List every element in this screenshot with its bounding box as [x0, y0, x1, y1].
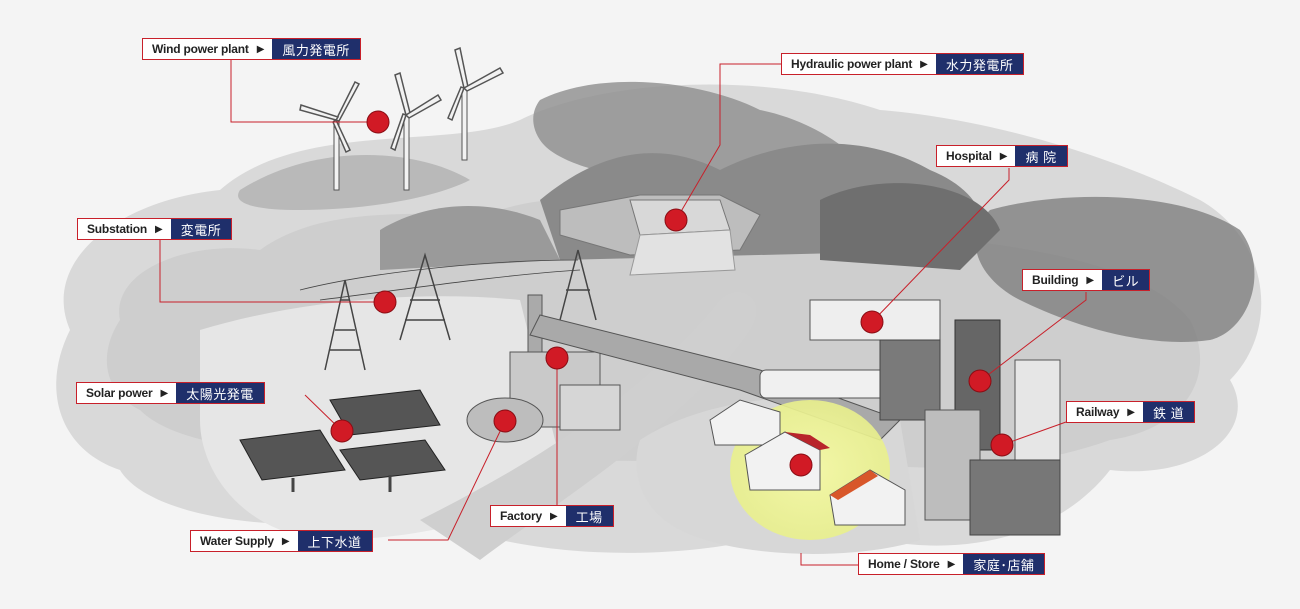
label-en: Substation	[87, 222, 147, 236]
power-pylons	[299, 249, 597, 371]
arrow-icon: ▶	[281, 535, 290, 547]
label-en: Railway	[1076, 405, 1120, 419]
leader-building	[979, 292, 1087, 382]
dot-hydraulic	[664, 208, 688, 232]
label-jp: 病 院	[1015, 146, 1067, 166]
label-jp: 風力発電所	[272, 39, 360, 59]
arrow-icon: ▶	[1127, 406, 1135, 418]
label-jp: 変電所	[170, 219, 232, 239]
dot-wind	[366, 110, 390, 134]
arrow-icon: ▶	[1086, 274, 1095, 286]
label-en: Water Supply	[200, 534, 274, 548]
label-en: Factory	[500, 509, 542, 523]
solar-panels	[239, 389, 446, 492]
label-jp: 上下水道	[297, 531, 372, 551]
label-jp: 太陽光発電	[176, 383, 264, 403]
arrow-icon: ▶	[256, 43, 265, 55]
label-en: Hospital	[946, 149, 992, 163]
label-jp: 工場	[565, 506, 613, 526]
marker-dots	[330, 110, 1014, 477]
leader-wind	[230, 60, 378, 123]
dot-hospital	[860, 310, 884, 334]
label-en: Hydraulic power plant	[791, 57, 913, 71]
label-jp: 鉄 道	[1143, 402, 1195, 422]
dot-building	[968, 369, 992, 393]
city-buildings	[809, 299, 1061, 536]
label-jp: 家庭･店舗	[963, 554, 1045, 574]
label-railway: Railway ▶ 鉄 道	[1066, 401, 1196, 423]
label-solar-power: Solar power ▶ 太陽光発電	[76, 382, 265, 404]
arrow-icon: ▶	[920, 58, 928, 70]
label-building: Building ▶ ビル	[1022, 269, 1151, 291]
label-hospital: Hospital ▶ 病 院	[936, 145, 1068, 167]
label-jp: ビル	[1102, 270, 1150, 290]
dot-railway	[990, 433, 1014, 457]
label-en: Home / Store	[868, 557, 940, 571]
label-en: Building	[1032, 273, 1079, 287]
leader-substation	[159, 240, 385, 303]
dot-home	[789, 453, 813, 477]
arrow-icon: ▶	[947, 558, 956, 570]
label-wind-power-plant: Wind power plant ▶ 風力発電所	[142, 38, 361, 60]
leader-water	[388, 420, 506, 541]
leader-hydraulic	[675, 63, 781, 221]
label-en: Wind power plant	[152, 42, 249, 56]
leader-lines	[159, 60, 1087, 566]
dot-substation	[373, 290, 397, 314]
arrow-icon: ▶	[999, 150, 1008, 162]
label-hydraulic-power-plant: Hydraulic power plant ▶ 水力発電所	[781, 53, 1025, 75]
dot-solar	[330, 419, 354, 443]
label-jp: 水力発電所	[935, 54, 1024, 74]
leader-home	[800, 553, 858, 566]
label-factory: Factory ▶ 工場	[490, 505, 614, 527]
arrow-icon: ▶	[160, 387, 169, 399]
label-water-supply: Water Supply ▶ 上下水道	[190, 530, 373, 552]
arrow-icon: ▶	[549, 510, 558, 522]
dot-factory	[545, 346, 569, 370]
wind-turbines	[299, 46, 505, 191]
label-en: Solar power	[86, 386, 153, 400]
dot-water	[493, 409, 517, 433]
label-home-store: Home / Store ▶ 家庭･店舗	[858, 553, 1046, 575]
arrow-icon: ▶	[155, 223, 163, 235]
leader-hospital	[871, 168, 1010, 323]
label-substation: Substation ▶ 変電所	[77, 218, 233, 240]
